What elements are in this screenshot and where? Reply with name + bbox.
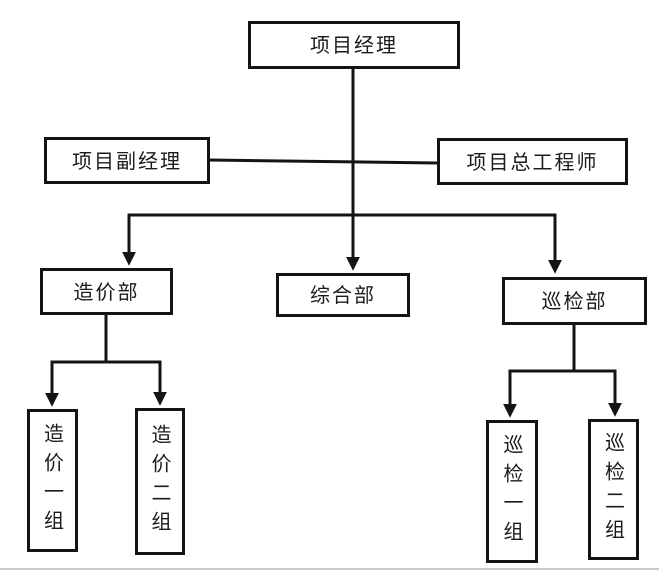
node-cost-group-1: 造价一组 xyxy=(27,409,78,552)
node-project-manager: 项目经理 xyxy=(248,21,460,69)
edge-manager-to-cost-and-inspection xyxy=(122,213,562,274)
node-inspection-group-2: 巡检二组 xyxy=(588,419,639,560)
node-cost-department: 造价部 xyxy=(40,268,173,315)
node-cost-group-2: 造价二组 xyxy=(135,408,185,555)
edge-inspection-dept-to-groups xyxy=(503,369,622,418)
node-inspection-department: 巡检部 xyxy=(502,277,647,325)
edge-cost-dept-to-groups xyxy=(45,360,167,407)
node-deputy-project-manager: 项目副经理 xyxy=(44,137,210,184)
node-general-department: 综合部 xyxy=(276,273,410,317)
edge-deputy-to-chief-engineer xyxy=(209,158,438,165)
node-inspection-group-1: 巡检一组 xyxy=(486,420,538,563)
node-chief-engineer: 项目总工程师 xyxy=(437,138,628,185)
